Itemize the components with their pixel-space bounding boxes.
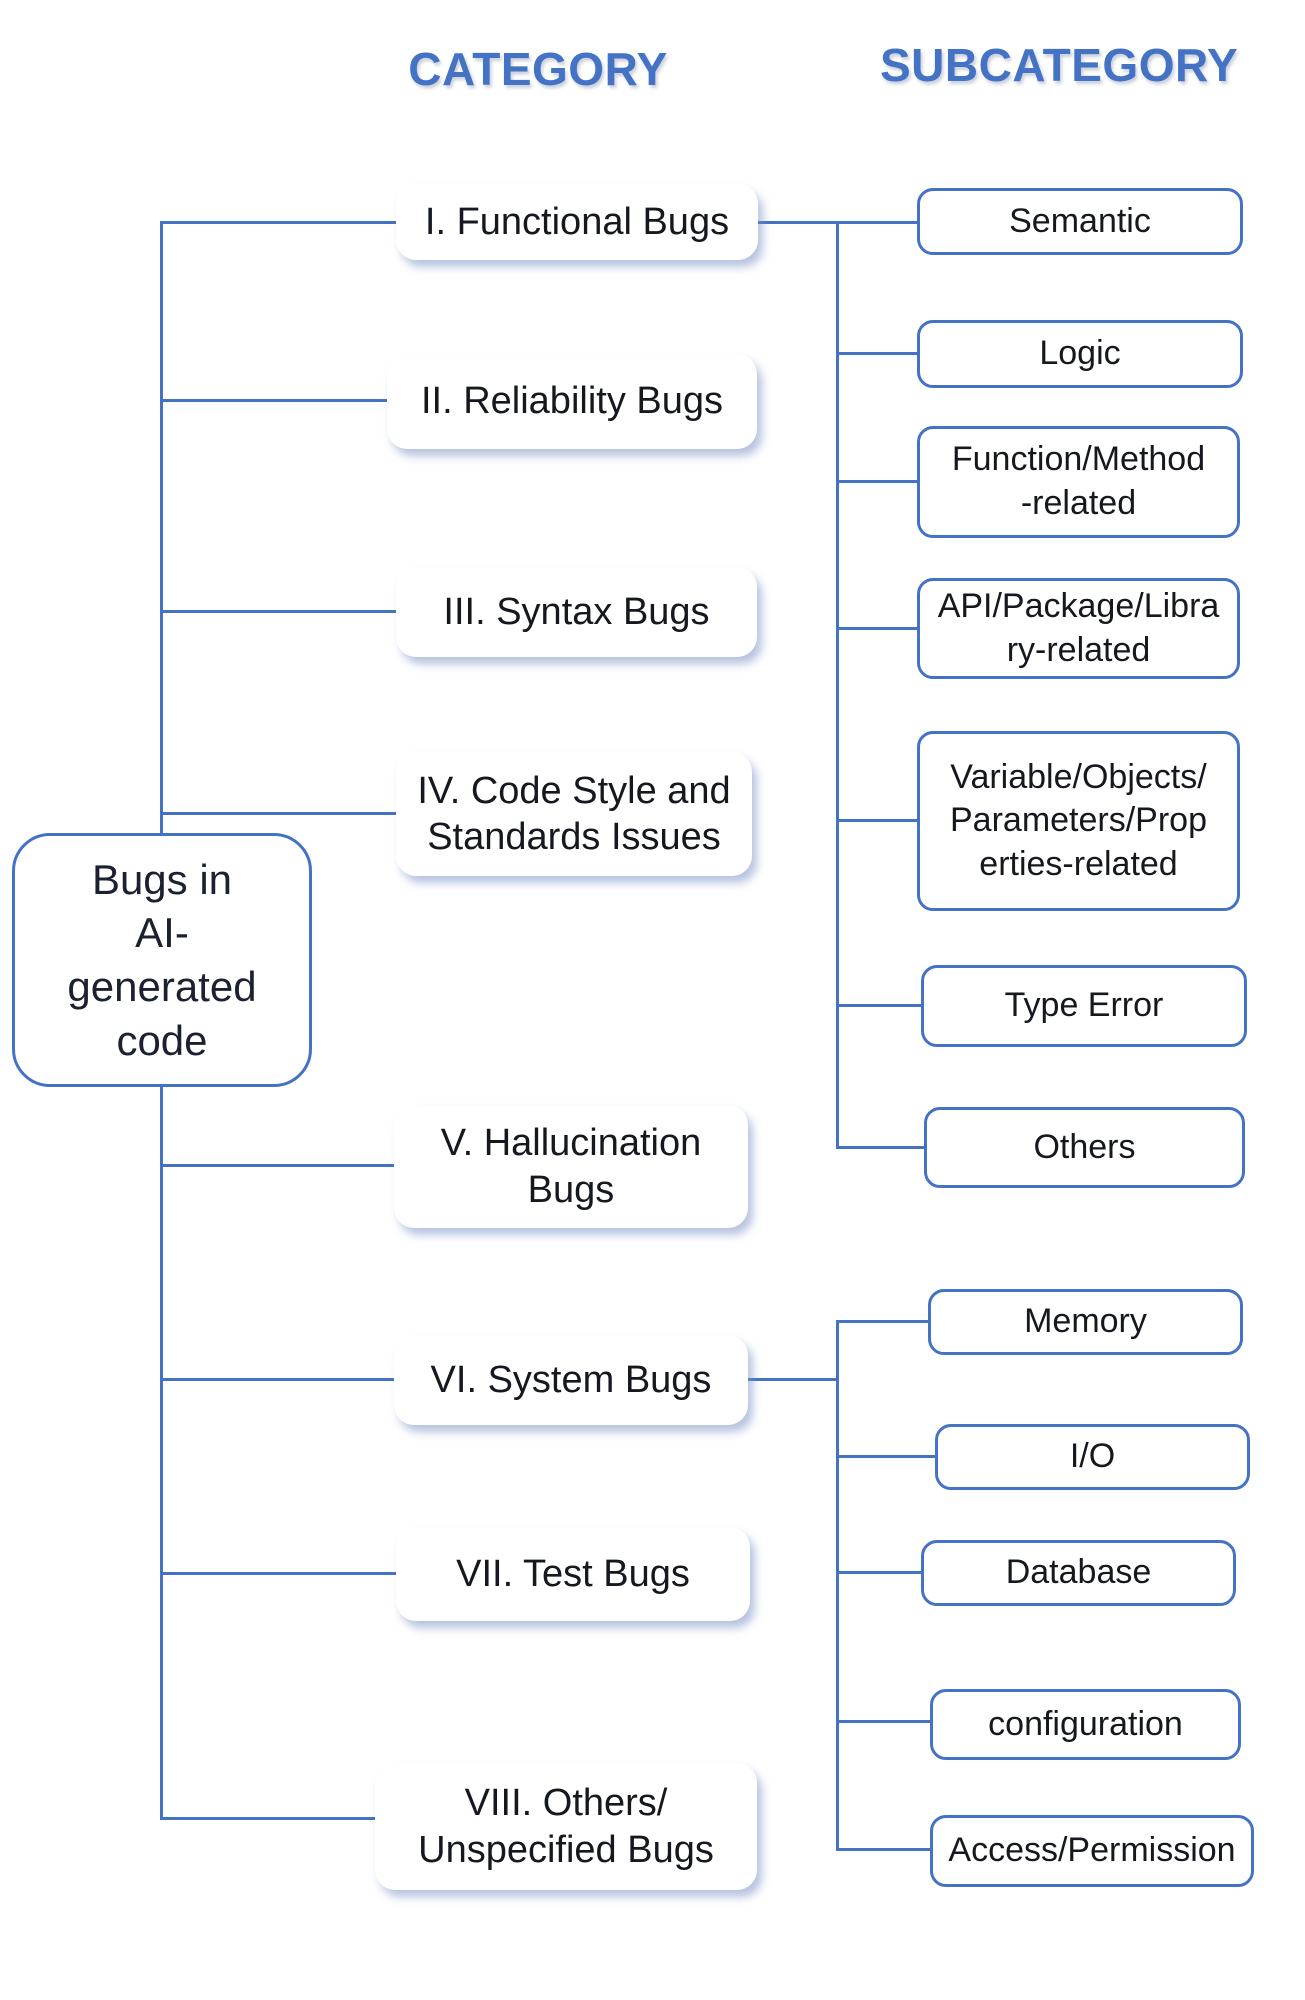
connector-branch-others xyxy=(839,1146,924,1149)
subcategory-node-others: Others xyxy=(924,1107,1245,1188)
connector-subspine-functional xyxy=(836,221,839,1149)
subcategory-node-function-method-related: Function/Method -related xyxy=(917,426,1240,538)
connector-branch-configuration xyxy=(839,1720,930,1723)
subcategory-node-io: I/O xyxy=(935,1424,1250,1490)
connector-root-spine-lower xyxy=(160,1087,163,1820)
connector-branch-function-method xyxy=(839,480,917,483)
connector-subspine-system xyxy=(836,1320,839,1851)
category-node-test-bugs: VII. Test Bugs xyxy=(396,1527,750,1621)
connector-branch-code-style xyxy=(163,812,396,815)
subcategory-node-api-package-library-related: API/Package/Libra ry-related xyxy=(917,578,1240,679)
connector-branch-type-error xyxy=(839,1004,921,1007)
connector-branch-variable-objects xyxy=(839,819,917,822)
subcategory-node-semantic: Semantic xyxy=(917,188,1243,255)
subcategory-node-variable-objects-parameters-properties: Variable/Objects/ Parameters/Prop erties… xyxy=(917,731,1240,911)
subcategory-node-access-permission: Access/Permission xyxy=(930,1815,1254,1887)
subcategory-node-database: Database xyxy=(921,1540,1236,1606)
connector-branch-reliability-bugs xyxy=(163,399,387,402)
category-node-others-unspecified-bugs: VIII. Others/ Unspecified Bugs xyxy=(375,1763,757,1890)
connector-branch-io xyxy=(839,1455,935,1458)
connector-system-to-subspine xyxy=(748,1378,836,1381)
connector-branch-functional-bugs xyxy=(163,221,396,224)
subcategory-column-header: SUBCATEGORY xyxy=(880,39,1239,91)
category-node-system-bugs: VI. System Bugs xyxy=(394,1335,748,1425)
category-node-syntax-bugs: III. Syntax Bugs xyxy=(396,567,757,657)
subcategory-node-memory: Memory xyxy=(928,1289,1243,1355)
connector-branch-api-package xyxy=(839,627,917,630)
root-node-bugs-in-ai-generated-code: Bugs in AI- generated code xyxy=(12,833,312,1087)
category-node-hallucination-bugs: V. Hallucination Bugs xyxy=(394,1105,748,1228)
connector-branch-access-permission xyxy=(839,1848,930,1851)
subcategory-node-configuration: configuration xyxy=(930,1689,1241,1760)
category-node-functional-bugs: I. Functional Bugs xyxy=(396,184,758,260)
connector-branch-others-bugs xyxy=(163,1817,375,1820)
connector-branch-memory xyxy=(839,1320,928,1323)
subcategory-node-logic: Logic xyxy=(917,320,1243,388)
connector-branch-hallucination-bugs xyxy=(163,1164,394,1167)
connector-branch-logic xyxy=(839,352,917,355)
category-column-header: CATEGORY xyxy=(408,43,668,95)
category-node-reliability-bugs: II. Reliability Bugs xyxy=(387,354,757,449)
connector-branch-test-bugs xyxy=(163,1572,396,1575)
connector-branch-syntax-bugs xyxy=(163,610,396,613)
connector-branch-system-bugs xyxy=(163,1378,394,1381)
connector-branch-database xyxy=(839,1571,921,1574)
category-node-code-style-standards: IV. Code Style and Standards Issues xyxy=(396,752,752,876)
subcategory-node-type-error: Type Error xyxy=(921,965,1247,1047)
connector-root-spine-upper xyxy=(160,221,163,833)
